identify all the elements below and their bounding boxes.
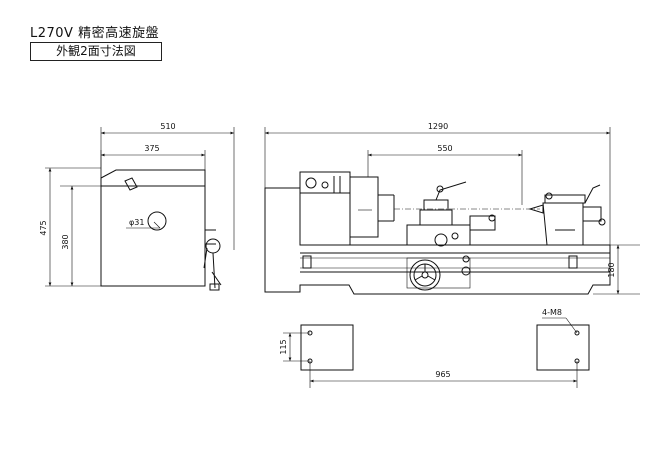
headstock xyxy=(299,171,351,246)
dim-label-550: 550 xyxy=(437,144,452,153)
side-view-body xyxy=(100,169,206,287)
left-foot xyxy=(300,324,354,371)
bolt-hole xyxy=(574,330,580,336)
side-view-dial xyxy=(147,211,167,231)
dim-label-phi31: φ31 xyxy=(129,218,144,227)
tool-post xyxy=(419,209,453,226)
front-view xyxy=(264,127,640,295)
footprint-view xyxy=(283,317,590,388)
dim-label-1290: 1290 xyxy=(428,122,448,131)
dim-label-380: 380 xyxy=(61,234,70,249)
side-handwheel-icon xyxy=(205,238,221,254)
apron-handwheel-icon xyxy=(409,259,441,291)
dim-label-510: 510 xyxy=(160,122,175,131)
side-view-lever xyxy=(124,177,138,191)
dim-label-965: 965 xyxy=(435,370,450,379)
dim-label-475: 475 xyxy=(39,220,48,235)
drawing-title: L270V 精密高速旋盤 xyxy=(30,26,160,41)
tailstock xyxy=(542,202,584,246)
right-foot xyxy=(536,324,590,371)
dim-label-180: 180 xyxy=(607,262,616,277)
front-base xyxy=(264,187,611,295)
drawing-subtitle-box: 外観2面寸法図 xyxy=(30,42,162,61)
dim-label-4-m8: 4-M8 xyxy=(542,308,562,317)
chuck xyxy=(349,176,379,238)
dim-label-375: 375 xyxy=(144,144,159,153)
dim-label-115: 115 xyxy=(279,339,288,354)
side-view xyxy=(45,127,235,291)
carriage xyxy=(406,224,471,246)
